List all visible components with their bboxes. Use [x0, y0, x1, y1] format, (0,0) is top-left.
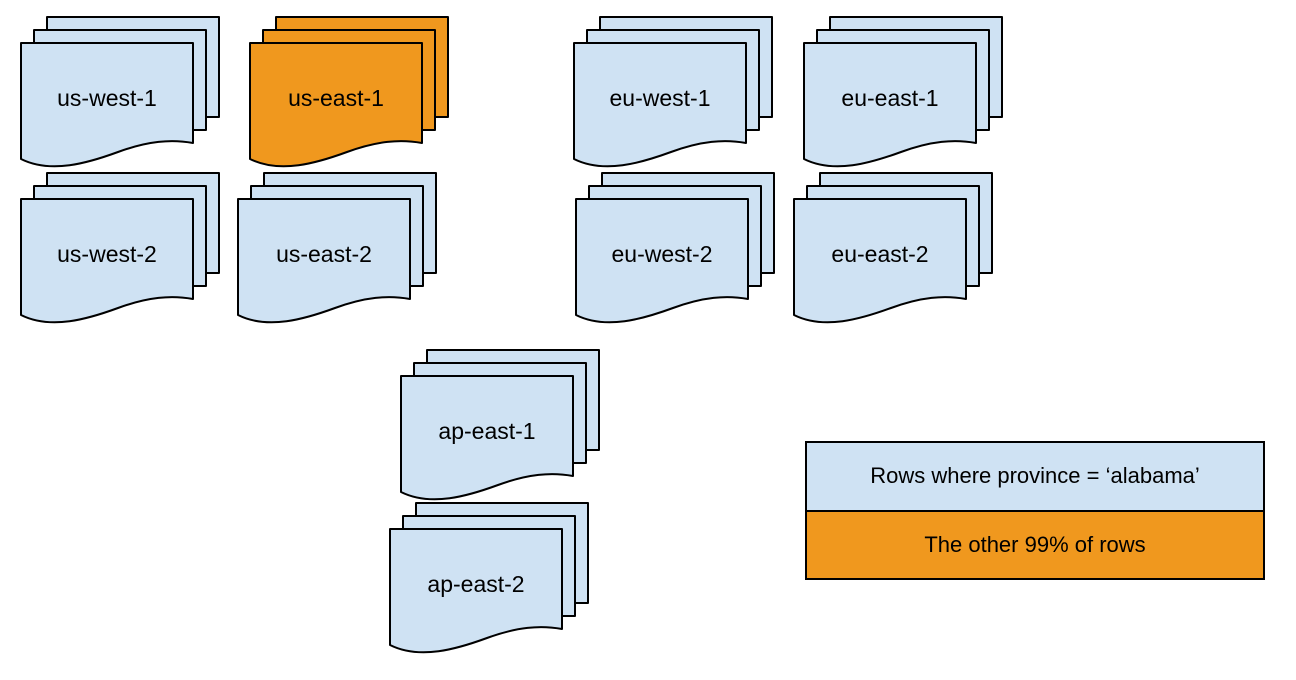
region-label: us-west-2	[57, 241, 157, 267]
document-stack-icon: ap-east-1	[400, 349, 600, 501]
region-label: eu-east-2	[831, 241, 928, 267]
document-shape	[400, 375, 574, 501]
document-stack-icon: eu-west-2	[575, 172, 775, 324]
region-label: us-east-2	[276, 241, 372, 267]
region-stack-eu-east-2: eu-east-2	[793, 172, 994, 325]
document-stack-icon: us-east-1	[249, 16, 449, 168]
region-stack-ap-east-2: ap-east-2	[389, 502, 590, 655]
document-shape	[575, 198, 749, 324]
legend: Rows where province = ‘alabama’ The othe…	[805, 441, 1265, 580]
document-shape	[389, 528, 563, 654]
document-stack-icon: eu-east-2	[793, 172, 993, 324]
document-stack-icon: us-east-2	[237, 172, 437, 324]
document-stack-icon: us-west-2	[20, 172, 220, 324]
document-stack-icon: eu-west-1	[573, 16, 773, 168]
region-label: eu-east-1	[841, 85, 938, 111]
region-stack-eu-west-1: eu-west-1	[573, 16, 774, 169]
region-label: eu-west-2	[612, 241, 713, 267]
region-stack-us-east-1: us-east-1	[249, 16, 450, 169]
document-shape	[237, 198, 411, 324]
document-shape	[803, 42, 977, 168]
region-label: us-east-1	[288, 85, 384, 111]
region-stack-us-east-2: us-east-2	[237, 172, 438, 325]
region-stack-us-west-1: us-west-1	[20, 16, 221, 169]
region-label: ap-east-2	[427, 571, 524, 597]
region-stack-us-west-2: us-west-2	[20, 172, 221, 325]
document-stack-icon: us-west-1	[20, 16, 220, 168]
region-stack-eu-east-1: eu-east-1	[803, 16, 1004, 169]
region-label: eu-west-1	[610, 85, 711, 111]
document-shape	[573, 42, 747, 168]
document-stack-icon: eu-east-1	[803, 16, 1003, 168]
region-label: us-west-1	[57, 85, 157, 111]
document-shape	[793, 198, 967, 324]
legend-item-other-rows: The other 99% of rows	[807, 509, 1263, 578]
document-stack-icon: ap-east-2	[389, 502, 589, 654]
region-stack-ap-east-1: ap-east-1	[400, 349, 601, 502]
legend-item-alabama-rows: Rows where province = ‘alabama’	[807, 443, 1263, 510]
document-shape	[20, 42, 194, 168]
region-label: ap-east-1	[438, 418, 535, 444]
region-stack-eu-west-2: eu-west-2	[575, 172, 776, 325]
legend-label: The other 99% of rows	[924, 531, 1146, 557]
legend-label: Rows where province = ‘alabama’	[870, 463, 1200, 489]
document-shape	[20, 198, 194, 324]
document-shape	[249, 42, 423, 168]
